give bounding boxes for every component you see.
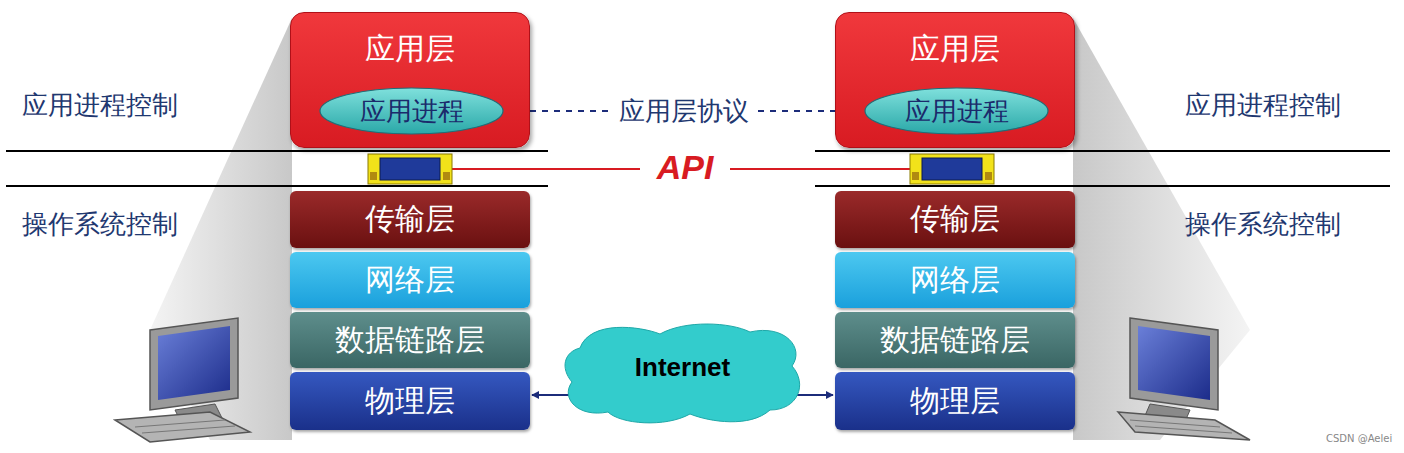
computer-icon [115,318,250,442]
network-layer-box: 网络层 [290,252,530,308]
physical-layer-box: 物理层 [290,372,530,430]
data-link-layer-box: 数据链路层 [835,312,1075,368]
network-layer-box: 网络层 [835,252,1075,308]
node-label: 网络层 [365,260,455,301]
internet-cloud: Internet [560,318,805,425]
node-label: 传输层 [365,199,455,240]
node-label: 物理层 [910,381,1000,422]
protocol-label: 应用层协议 [611,94,757,129]
link-arrow [532,394,560,396]
application-process-ellipse: 应用进程 [319,87,504,135]
control-label: 操作系统控制 [1185,207,1341,242]
transport-layer-box: 传输层 [290,191,530,248]
control-label: 应用进程控制 [22,88,178,123]
application-process-ellipse: 应用进程 [864,87,1049,135]
data-link-layer-box: 数据链路层 [290,312,530,368]
watermark: CSDN @Aelei [1326,433,1392,444]
api-chip [910,154,994,184]
node-label: 传输层 [910,199,1000,240]
node-label: 数据链路层 [335,320,485,361]
node-label: 网络层 [910,260,1000,301]
node-label: 应用进程 [905,94,1009,129]
control-label: 应用进程控制 [1185,88,1341,123]
application-layer-box: 应用层应用进程 [835,12,1075,148]
node-label: 数据链路层 [880,320,1030,361]
node-label: Internet [635,352,730,383]
node-label: 应用进程 [360,94,464,129]
api-chip [368,154,452,184]
node-label: 应用层 [910,29,1000,70]
application-layer-box: 应用层应用进程 [290,12,530,148]
control-label: 操作系统控制 [22,207,178,242]
physical-layer-box: 物理层 [835,372,1075,430]
computer-icon [1118,318,1250,440]
api-label: API [651,148,720,187]
link-arrow [805,394,833,396]
node-label: 应用层 [365,29,455,70]
transport-layer-box: 传输层 [835,191,1075,248]
node-label: 物理层 [365,381,455,422]
